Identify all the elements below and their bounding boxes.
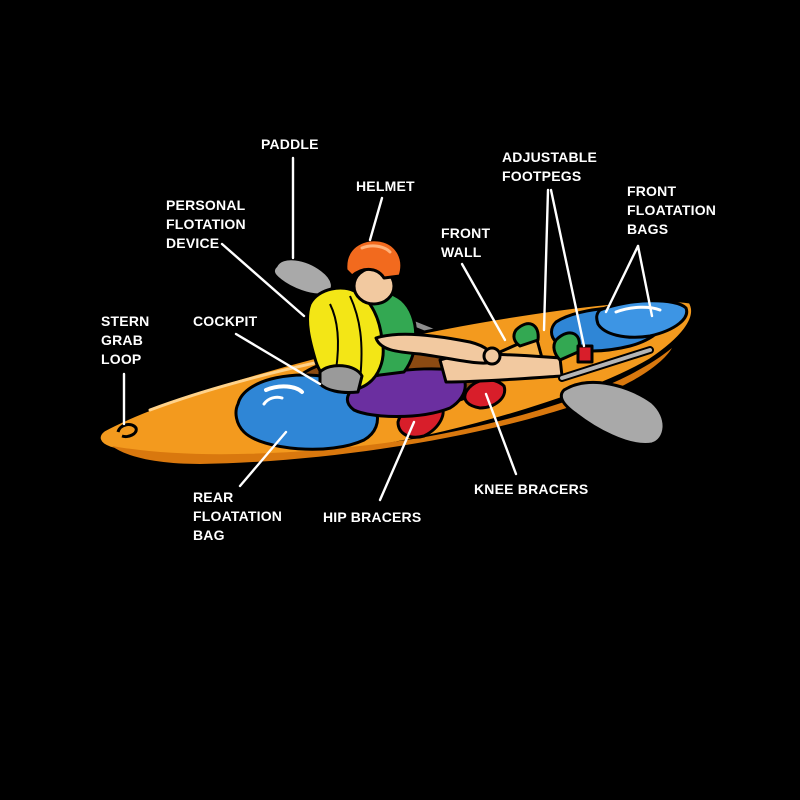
label-hip-bracers: HIP BRACERS [323, 509, 421, 525]
front-bags-leader-a [604, 244, 640, 314]
personal-flotation-device [306, 286, 385, 391]
seat-back [318, 364, 364, 394]
stern-grab-loop [116, 423, 138, 438]
paddler-shoe [512, 322, 540, 348]
label-helmet: HELMET [356, 178, 415, 194]
label-paddle: PADDLE [261, 136, 319, 152]
hip-bracers-leader [378, 420, 416, 502]
label-rear-floatation-bag: REAR FLOATATION BAG [193, 489, 286, 543]
footpegs-leader-a [542, 188, 550, 332]
knee-bracers-leader [484, 392, 518, 476]
pfd-leader [220, 242, 306, 318]
front-wall-leader [460, 262, 507, 342]
paddle-blade-lower [559, 381, 666, 447]
label-front-floatation-bags: FRONT FLOATATION BAGS [627, 183, 720, 237]
label-stern-grab-loop: STERN GRAB LOOP [101, 313, 154, 367]
cockpit-leader [234, 332, 322, 386]
footpegs-leader-b [549, 188, 586, 348]
footpeg [576, 344, 594, 364]
label-knee-bracers: KNEE BRACERS [474, 481, 588, 497]
helmet-leader [368, 196, 384, 242]
hull-shade [112, 348, 672, 464]
rear-bag-leader [238, 430, 288, 488]
paddler-shoe [552, 331, 581, 362]
label-cockpit: COCKPIT [193, 313, 258, 329]
front-bags-leader-b [636, 244, 654, 318]
label-adjustable-footpegs: ADJUSTABLE FOOTPEGS [502, 149, 601, 184]
paddler-hand [482, 346, 502, 366]
label-personal-flotation-device: PERSONAL FLOTATION DEVICE [166, 197, 250, 251]
kayak-illustration [97, 238, 695, 464]
paddle-blade-upper [271, 257, 334, 297]
labels: PADDLE HELMET PERSONAL FLOTATION DEVICE … [101, 136, 720, 543]
leader-lines [122, 156, 654, 502]
label-front-wall: FRONT WALL [441, 225, 494, 260]
